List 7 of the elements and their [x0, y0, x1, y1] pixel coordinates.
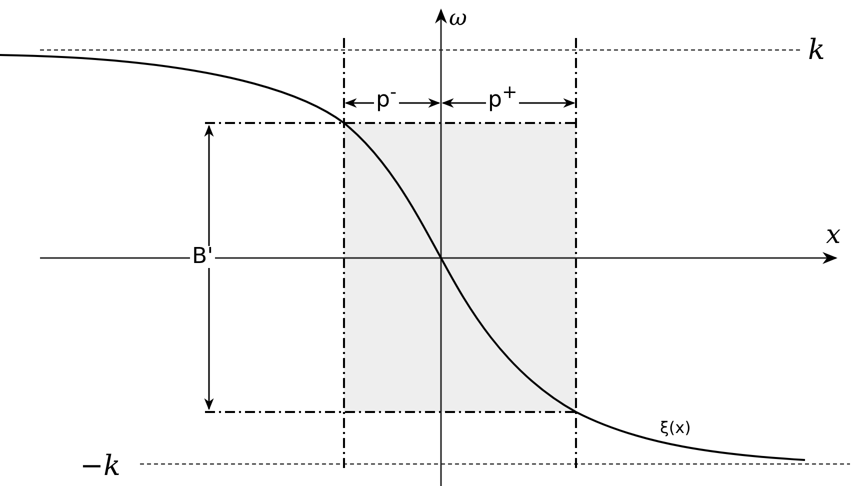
- dimension-label: p$^{+}$: [486, 84, 520, 112]
- curve-label: ξ(x): [660, 420, 691, 436]
- bound-label: k: [808, 36, 825, 64]
- axis-label: x: [826, 222, 841, 248]
- axis-label: ω: [449, 8, 467, 30]
- dimension-label: B': [190, 246, 216, 268]
- bound-label: −k: [80, 452, 120, 480]
